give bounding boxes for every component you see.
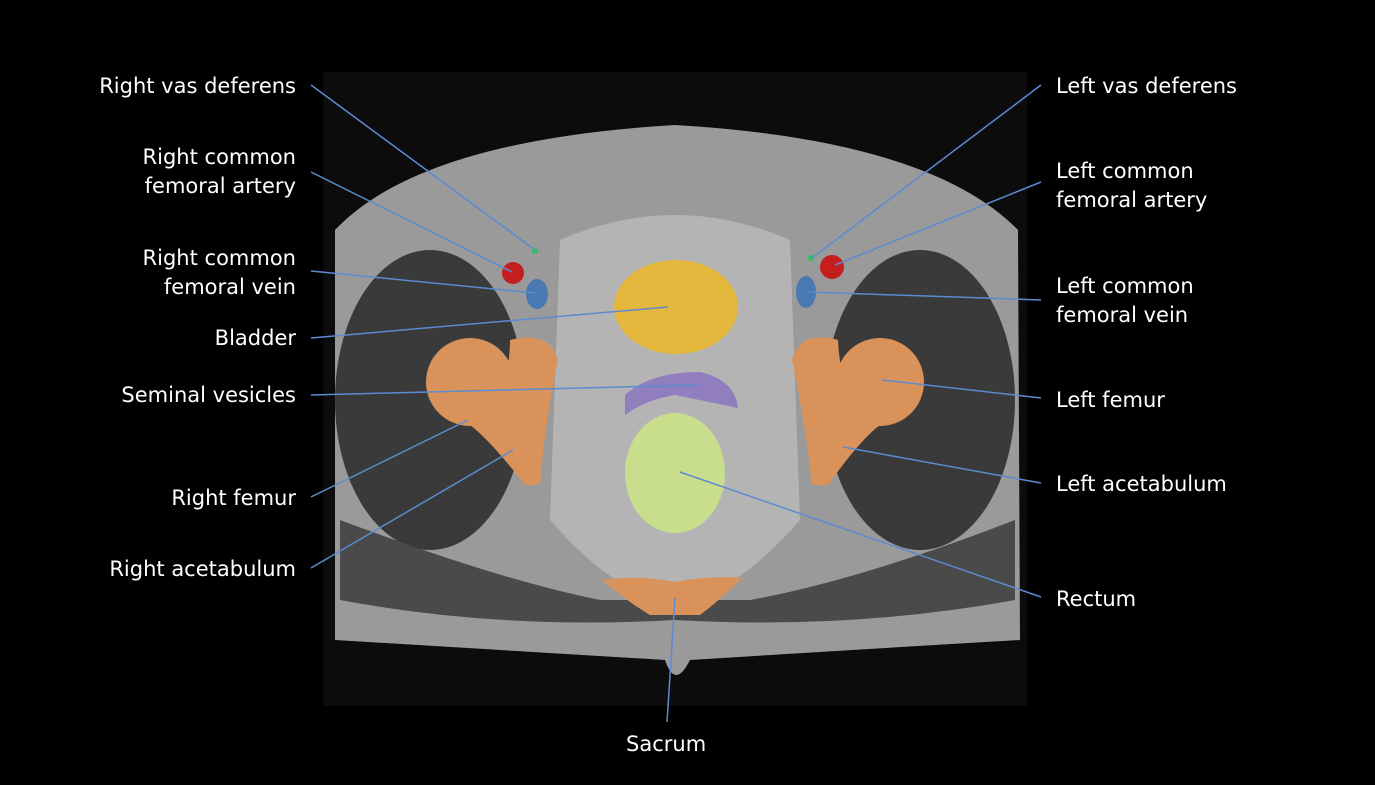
label-right-acetabulum: Right acetabulum	[109, 557, 296, 581]
leader-left-cfa	[834, 181, 1042, 266]
label-line: Right common	[142, 246, 296, 270]
left-femur-shape	[836, 338, 924, 426]
label-left-cfa: Left common femoral artery	[1056, 157, 1207, 215]
label-bladder: Bladder	[214, 326, 296, 350]
right-acetabulum-shape	[470, 337, 558, 485]
seminal-vesicles-shape	[625, 372, 738, 415]
right-artery-shape	[502, 262, 524, 284]
label-right-cfa: Right common femoral artery	[143, 143, 296, 201]
left-acetabulum-shape	[792, 337, 880, 485]
left-artery-shape	[820, 255, 844, 279]
label-right-vas-deferens: Right vas deferens	[99, 74, 296, 98]
rectum-shape	[625, 413, 725, 533]
leader-left-acetabulum	[842, 446, 1042, 484]
leader-right-femur	[310, 419, 469, 498]
leader-left-cfv	[807, 291, 1042, 301]
label-line: femoral vein	[163, 275, 296, 299]
label-left-vas-deferens: Left vas deferens	[1056, 74, 1238, 98]
label-rectum: Rectum	[1056, 587, 1137, 611]
bladder-shape	[614, 260, 738, 354]
leader-left-vas	[811, 84, 1042, 259]
label-line: Left common	[1056, 159, 1194, 183]
left-vas-shape	[808, 255, 814, 261]
leader-lines	[310, 84, 1042, 723]
label-right-cfv: Right common femoral vein	[143, 244, 296, 302]
gluteal-band	[340, 520, 1015, 623]
label-right-femur: Right femur	[171, 486, 296, 510]
right-vein-shape	[526, 279, 548, 309]
label-line: Right common	[142, 145, 296, 169]
right-femur-shape	[426, 338, 514, 426]
label-sacrum: Sacrum	[626, 732, 707, 756]
leader-left-femur	[881, 379, 1042, 399]
label-left-acetabulum: Left acetabulum	[1056, 472, 1227, 496]
leader-right-cfa	[310, 171, 513, 273]
leader-rectum	[679, 471, 1042, 598]
sacrum-shape	[602, 577, 742, 615]
label-line: femoral artery	[1056, 188, 1208, 212]
leader-right-vas	[310, 84, 536, 251]
label-line: femoral artery	[144, 174, 296, 198]
leader-right-acetabulum	[310, 449, 514, 569]
label-seminal-vesicles: Seminal vesicles	[121, 383, 296, 407]
label-line: femoral vein	[1056, 303, 1189, 327]
leader-seminal	[310, 384, 701, 396]
leader-right-cfv	[310, 270, 536, 294]
left-vein-shape	[796, 276, 816, 308]
label-left-cfv: Left common femoral vein	[1056, 272, 1194, 330]
label-left-femur: Left femur	[1056, 388, 1165, 412]
leader-bladder	[310, 306, 669, 339]
label-line: Left common	[1056, 274, 1194, 298]
leader-sacrum	[666, 597, 676, 723]
